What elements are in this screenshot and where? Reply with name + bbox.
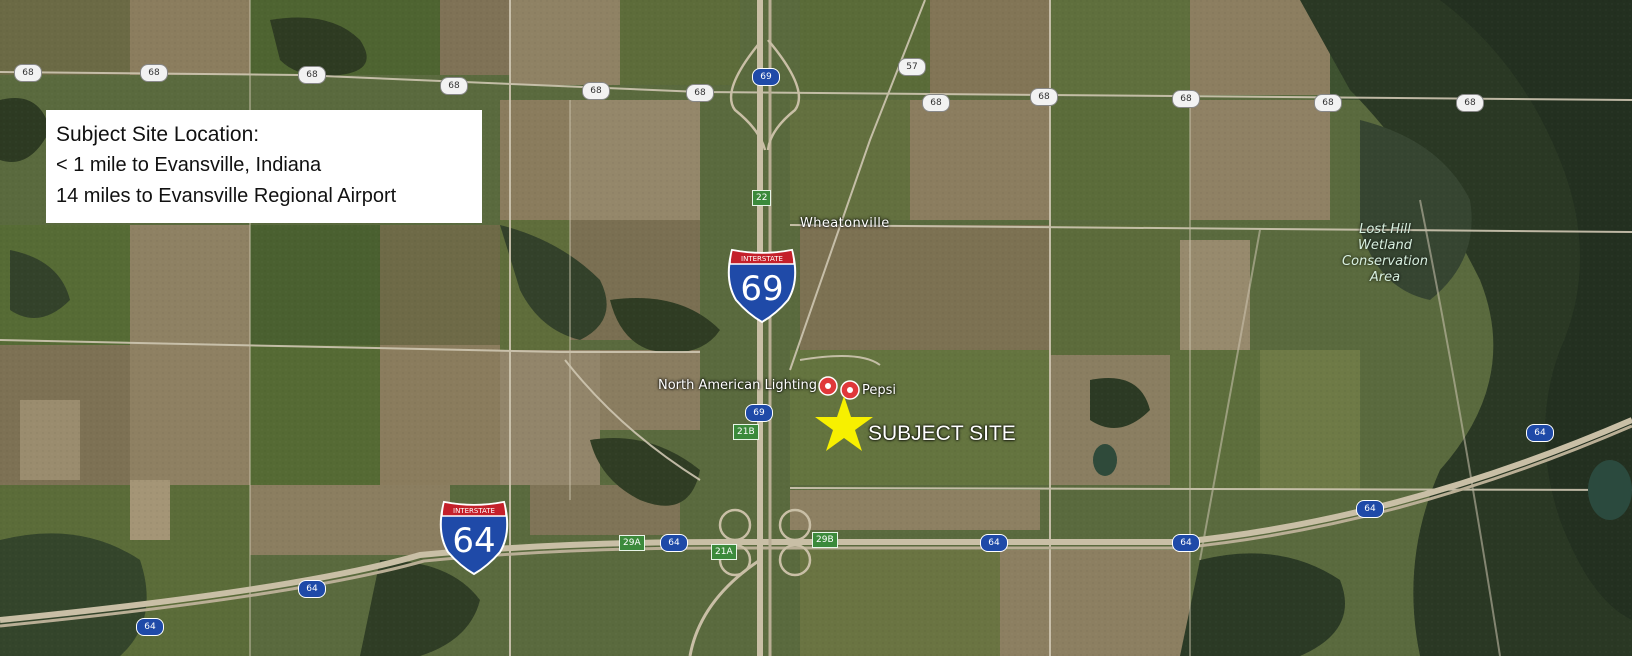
route-64-shield-icon: 64 (1172, 534, 1200, 552)
route-68-number: 68 (306, 70, 318, 80)
route-64-number: 64 (144, 622, 156, 632)
route-68-number: 68 (1038, 92, 1050, 102)
route-64-shield-icon: 64 (136, 618, 164, 636)
route-64-number: 64 (988, 538, 1000, 548)
info-box-line: < 1 mile to Evansville, Indiana (56, 154, 322, 176)
route-57-number: 57 (906, 62, 918, 72)
route-68-number: 68 (930, 98, 942, 108)
poi-marker-pepsi[interactable] (840, 380, 860, 400)
route-68-number: 68 (694, 88, 706, 98)
route-68-shield-icon: 68 (1030, 88, 1058, 106)
interstate-64-shield-icon: INTERSTATE 64 (439, 500, 509, 576)
wetland-line: Area (1369, 270, 1401, 285)
poi-label-pepsi[interactable]: Pepsi (862, 383, 897, 398)
interstate-64-banner: INTERSTATE (453, 507, 495, 515)
route-68-shield-icon: 68 (686, 84, 714, 102)
route-64-number: 64 (1180, 538, 1192, 548)
route-68-number: 68 (1180, 94, 1192, 104)
subject-site-info-box: Subject Site Location: < 1 mile to Evans… (46, 110, 482, 223)
interstate-69-number: 69 (740, 269, 783, 309)
route-68-shield-icon: 68 (440, 77, 468, 95)
route-68-number: 68 (148, 68, 160, 78)
place-label-wetland: Lost Hill Wetland Conservation Area (1330, 222, 1440, 286)
route-68-number: 68 (448, 81, 460, 91)
route-64-shield-icon: 64 (980, 534, 1008, 552)
route-64-number: 64 (1364, 504, 1376, 514)
route-69-shield-icon: 69 (752, 68, 780, 86)
water-bodies (1093, 444, 1632, 520)
route-64-shield-icon: 64 (660, 534, 688, 552)
route-69-shield-icon: 69 (745, 404, 773, 422)
subject-site-star-icon (815, 396, 873, 451)
info-box-title: Subject Site Location: (56, 123, 260, 146)
interstate-69-banner: INTERSTATE (741, 255, 783, 263)
place-label-wheatonville: Wheatonville (800, 216, 890, 231)
route-57-shield-icon: 57 (898, 58, 926, 76)
route-68-shield-icon: 68 (922, 94, 950, 112)
interstate-64-number: 64 (452, 521, 495, 561)
interstate-69-shield-icon: INTERSTATE 69 (727, 248, 797, 324)
subject-site-label: SUBJECT SITE (868, 422, 1016, 445)
exit-label: 21A (711, 544, 737, 560)
route-68-number: 68 (1322, 98, 1334, 108)
wetland-line: Lost Hill (1359, 222, 1411, 237)
exit-label: 22 (752, 190, 772, 206)
exit-label: 29A (619, 535, 645, 551)
poi-label-north-american-lighting[interactable]: North American Lighting (658, 378, 818, 393)
route-68-shield-icon: 68 (1456, 94, 1484, 112)
route-68-number: 68 (22, 68, 34, 78)
wetland-line: Wetland (1357, 238, 1413, 253)
info-box-line: 14 miles to Evansville Regional Airport (56, 185, 397, 207)
route-64-number: 64 (1534, 428, 1546, 438)
exit-label: 29B (812, 532, 838, 548)
poi-marker-north-american-lighting[interactable] (818, 376, 838, 396)
route-68-shield-icon: 68 (140, 64, 168, 82)
route-68-shield-icon: 68 (14, 64, 42, 82)
route-68-shield-icon: 68 (298, 66, 326, 84)
route-68-shield-icon: 68 (1314, 94, 1342, 112)
route-64-number: 64 (668, 538, 680, 548)
route-69-number: 69 (760, 72, 772, 82)
route-68-shield-icon: 68 (1172, 90, 1200, 108)
route-64-shield-icon: 64 (1526, 424, 1554, 442)
wetland-line: Conservation (1342, 254, 1428, 269)
route-69-number: 69 (753, 408, 765, 418)
exit-label: 21B (733, 424, 759, 440)
route-68-number: 68 (590, 86, 602, 96)
route-64-shield-icon: 64 (1356, 500, 1384, 518)
route-64-number: 64 (306, 584, 318, 594)
route-64-shield-icon: 64 (298, 580, 326, 598)
route-68-shield-icon: 68 (582, 82, 610, 100)
route-68-number: 68 (1464, 98, 1476, 108)
